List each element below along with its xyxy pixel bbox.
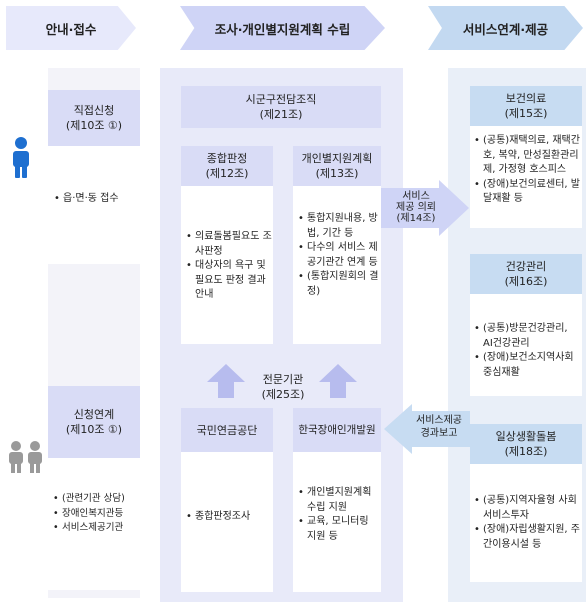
nps-header: 국민연금공단 — [181, 408, 273, 452]
progress-report-label: 서비스제공 경과보고 — [404, 414, 474, 440]
up-arrow-icon — [207, 364, 245, 398]
support-plan-title: 개인별지원계획 — [301, 152, 373, 165]
list-item: (장애)보건의료센터, 발달재활 등 — [474, 178, 580, 207]
daily-care-header: 일상생활돌봄 (제18조) — [470, 424, 582, 464]
linked-application-header: 신청연계 (제10조 ①) — [48, 386, 140, 458]
list-item: 다수의 서비스 제공기관간 연계 등 — [298, 241, 380, 270]
direct-application-body: 읍·면·동 접수 — [48, 146, 140, 264]
direct-application-title: 직접신청 — [73, 104, 115, 117]
expert-agency-title: 전문기관 — [262, 373, 304, 386]
kead-title: 한국장애인개발원 — [298, 423, 376, 436]
health-body: (공통)방문건강관리, AI건강관리 (장애)보건소지역사회중심재활 — [470, 294, 582, 396]
stage-planning: 조사·개인별지원계획 수립 — [180, 6, 385, 50]
daily-care-article: (제18조) — [504, 445, 548, 458]
judgment-title: 종합판정 — [206, 152, 248, 165]
list-item: 서비스제공기관 — [53, 521, 139, 536]
linked-application-title: 신청연계 — [73, 408, 115, 421]
service-request-arrow — [381, 180, 469, 236]
list-item: 종합판정조사 — [186, 510, 272, 525]
local-team-header: 시군구전담조직 (제21조) — [181, 86, 381, 128]
linked-application-list: (관련기관 상담) 장애인복지관등 서비스제공기관 — [53, 492, 139, 536]
list-item: (장애)자립생활지원, 주간이용시설 등 — [474, 523, 580, 552]
stage-intake: 안내·접수 — [6, 6, 136, 50]
local-team-article: (제21조) — [259, 108, 303, 121]
nps-body: 종합판정조사 — [181, 452, 273, 592]
list-item: 의료돌봄필요도 조사판정 — [186, 230, 272, 259]
nps-list: 종합판정조사 — [186, 510, 272, 525]
kead-list: 개인별지원계획 수립 지원 교육, 모니터링 지원 등 — [298, 486, 380, 544]
local-team-title: 시군구전담조직 — [245, 93, 317, 106]
service-request-line1: 서비스 — [402, 191, 430, 202]
service-request-line2: 제공 의뢰 — [396, 202, 436, 213]
stage-service: 서비스연계·제공 — [428, 6, 583, 50]
medical-header: 보건의료 (제15조) — [470, 86, 582, 126]
medical-body: (공통)재택의료, 재택간호, 복약, 만성질환관리제, 가정형 호스피스 (장… — [470, 126, 582, 228]
list-item: (장애)보건소지역사회중심재활 — [474, 351, 580, 380]
support-plan-article: (제13조) — [315, 167, 359, 180]
nps-title: 국민연금공단 — [196, 423, 258, 437]
daily-care-body: (공통)지역자율형 사회서비스투자 (장애)자립생활지원, 주간이용시설 등 — [470, 464, 582, 582]
list-item: 장애인복지관등 — [53, 507, 139, 522]
stage-planning-label: 조사·개인별지원계획 수립 — [214, 21, 351, 37]
list-item: (공통)지역자율형 사회서비스투자 — [474, 494, 580, 523]
direct-application-article: (제10조 ①) — [65, 119, 123, 132]
group-icon — [9, 441, 42, 473]
list-item: 읍·면·동 접수 — [54, 192, 138, 207]
expert-agency-article: (제25조) — [261, 388, 305, 401]
daily-care-list: (공통)지역자율형 사회서비스투자 (장애)자립생활지원, 주간이용시설 등 — [474, 494, 580, 552]
support-plan-header: 개인별지원계획 (제13조) — [293, 146, 381, 186]
judgment-list: 의료돌봄필요도 조사판정 대상자의 욕구 및 필요도 판정 결과 안내 — [186, 230, 272, 303]
linked-application-body: (관련기관 상담) 장애인복지관등 서비스제공기관 — [48, 458, 140, 590]
judgment-body: 의료돌봄필요도 조사판정 대상자의 욕구 및 필요도 판정 결과 안내 — [181, 186, 273, 344]
medical-article: (제15조) — [504, 107, 548, 120]
list-item: 대상자의 욕구 및 필요도 판정 결과 안내 — [186, 259, 272, 303]
daily-care-title: 일상생활돌봄 — [495, 430, 557, 443]
judgment-article: (제12조) — [205, 167, 249, 180]
judgment-header: 종합판정 (제12조) — [181, 146, 273, 186]
stage-intake-label: 안내·접수 — [45, 21, 97, 37]
support-plan-body: 통합지원내용, 방법, 기간 등 다수의 서비스 제공기관간 연계 등 (통합지… — [293, 186, 381, 344]
medical-list: (공통)재택의료, 재택간호, 복약, 만성질환관리제, 가정형 호스피스 (장… — [474, 134, 580, 207]
up-arrow-icon — [319, 364, 357, 398]
stage-service-label: 서비스연계·제공 — [462, 21, 549, 37]
kead-body: 개인별지원계획 수립 지원 교육, 모니터링 지원 등 — [293, 452, 381, 592]
progress-report-line1: 서비스제공 — [416, 415, 462, 426]
list-item: 통합지원내용, 방법, 기간 등 — [298, 212, 380, 241]
support-plan-list: 통합지원내용, 방법, 기간 등 다수의 서비스 제공기관간 연계 등 (통합지… — [298, 212, 380, 299]
list-item: (관련기관 상담) — [53, 492, 139, 507]
medical-title: 보건의료 — [505, 92, 547, 105]
linked-application-article: (제10조 ①) — [65, 423, 123, 436]
health-title: 건강관리 — [505, 260, 547, 273]
health-header: 건강관리 (제16조) — [470, 254, 582, 294]
person-icon — [13, 137, 29, 178]
list-item: (공통)재택의료, 재택간호, 복약, 만성질환관리제, 가정형 호스피스 — [474, 134, 580, 178]
list-item: (통합지원회의 결정) — [298, 270, 380, 299]
list-item: 교육, 모니터링 지원 등 — [298, 515, 380, 544]
progress-report-arrow — [384, 404, 470, 454]
expert-agency-label: 전문기관 (제25조) — [250, 372, 316, 402]
list-item: 개인별지원계획 수립 지원 — [298, 486, 380, 515]
health-list: (공통)방문건강관리, AI건강관리 (장애)보건소지역사회중심재활 — [474, 322, 580, 380]
list-item: (공통)방문건강관리, AI건강관리 — [474, 322, 580, 351]
kead-header: 한국장애인개발원 — [293, 408, 381, 452]
service-request-line3: (제14조) — [396, 213, 436, 224]
direct-application-list: 읍·면·동 접수 — [54, 192, 138, 207]
direct-application-header: 직접신청 (제10조 ①) — [48, 90, 140, 146]
service-request-label: 서비스 제공 의뢰 (제14조) — [383, 191, 449, 224]
health-article: (제16조) — [504, 275, 548, 288]
progress-report-line2: 경과보고 — [420, 428, 458, 439]
